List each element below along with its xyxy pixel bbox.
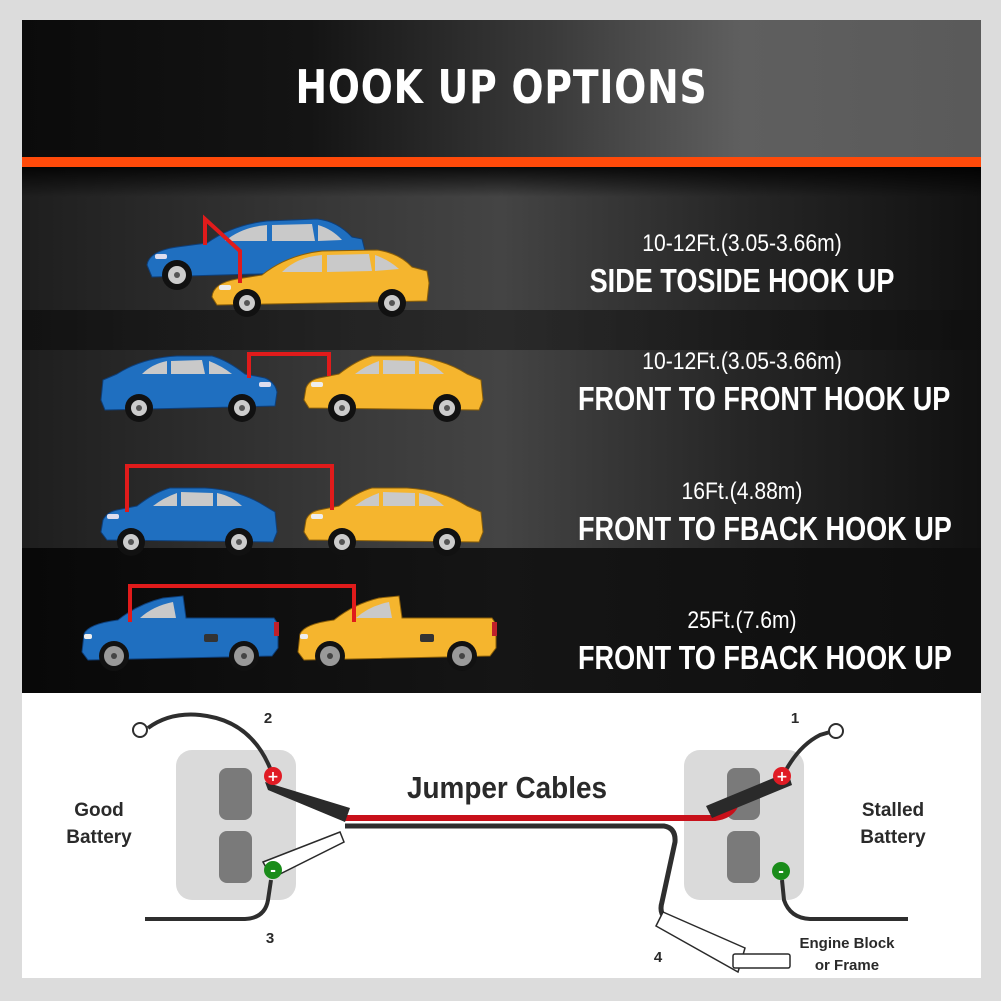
hookup-label: SIDE TOSIDE HOOK UP: [589, 262, 895, 299]
negative-terminal-icon: [264, 861, 282, 879]
distance-text: 10-12Ft.(3.05-3.66m): [642, 230, 842, 257]
engine-block-icon: [732, 953, 791, 969]
section-divider: [22, 310, 981, 350]
step-4-label: 4: [653, 949, 663, 966]
svg-text:+: +: [267, 769, 279, 785]
positive-terminal-icon: [773, 767, 791, 785]
option-row-side-to-side: 10-12Ft.(3.05-3.66m) SIDE TOSIDE HOOK UP: [22, 167, 981, 317]
svg-text:-: -: [778, 864, 784, 880]
svg-text:-: -: [270, 863, 276, 879]
jumper-cable-diagram-graphic: + - + -: [132, 712, 908, 974]
positive-terminal-icon: [264, 767, 282, 785]
option-row-front-to-front: 10-12Ft.(3.05-3.66m) FRONT TO FRONT HOOK…: [22, 320, 981, 430]
front-to-back-sedans-icon: [100, 464, 484, 556]
side-to-side-cars-icon: [146, 214, 430, 317]
distance-text: 10-12Ft.(3.05-3.66m): [642, 348, 842, 375]
hookup-options-panel: HOOK UP OPTIONS: [22, 20, 981, 693]
distance-text: 16Ft.(4.88m): [681, 478, 803, 505]
header-banner: HOOK UP OPTIONS: [22, 20, 981, 157]
step-3-label: 3: [265, 930, 275, 947]
negative-terminal-icon: [772, 862, 790, 880]
step-2-label: 2: [263, 710, 273, 727]
front-to-back-pickups-icon: [81, 584, 497, 671]
hookup-label: FRONT TO FBACK HOOK UP: [578, 510, 952, 547]
accent-stripe: [22, 157, 981, 167]
page-title: HOOK UP OPTIONS: [295, 60, 708, 114]
hookup-label: FRONT TO FRONT HOOK UP: [578, 380, 951, 417]
option-row-front-to-back-pickups: 25Ft.(7.6m) FRONT TO FBACK HOOK UP: [22, 570, 981, 693]
svg-text:+: +: [776, 769, 788, 785]
diagram-title: Jumper Cables: [406, 770, 608, 805]
step-1-label: 1: [790, 710, 800, 727]
front-to-front-cars-icon: [100, 352, 484, 422]
distance-text: 25Ft.(7.6m): [687, 607, 797, 634]
hookup-label: FRONT TO FBACK HOOK UP: [578, 639, 952, 676]
option-row-front-to-back-sedans: 16Ft.(4.88m) FRONT TO FBACK HOOK UP: [22, 450, 981, 560]
